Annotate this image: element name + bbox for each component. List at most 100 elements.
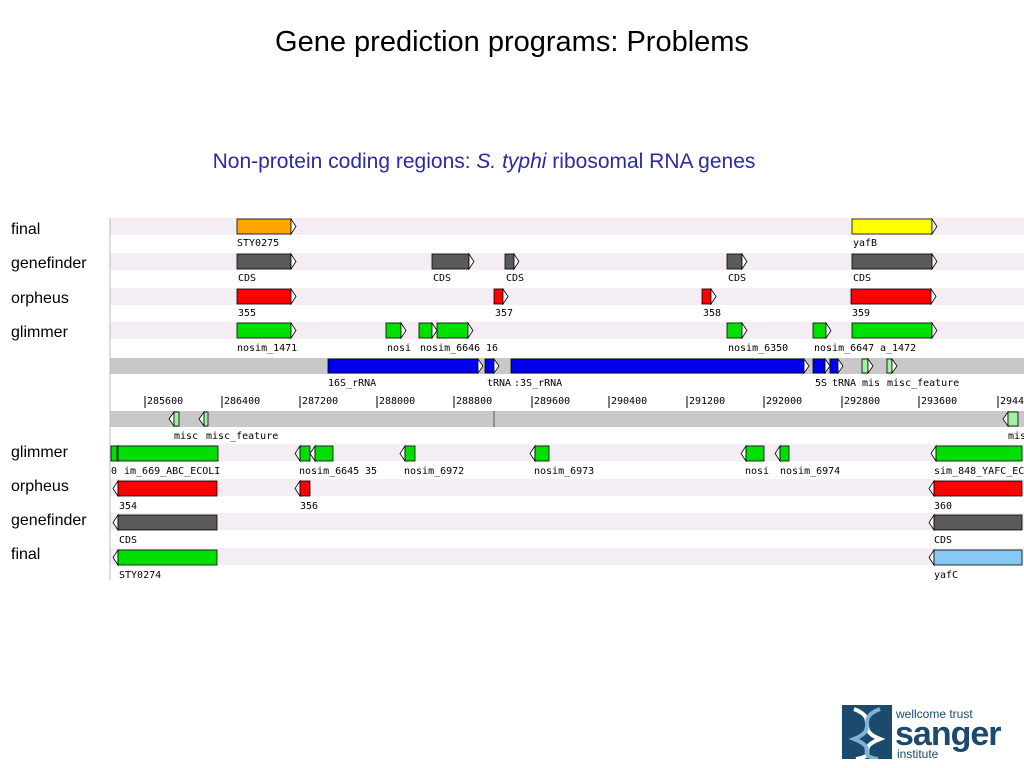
feature-final-yafb [851,218,933,235]
feature-label: CDS [433,273,451,284]
feature-label: CDS [934,535,952,546]
feature-label: nosim_6972 [404,466,464,477]
feature-final-sty0275 [236,218,292,235]
feature-final-sty0274 [117,549,218,566]
feature-23s-rrna-arrowhead [803,357,810,375]
logo-wellcome-text: wellcome trust [896,707,973,721]
track-label-glimmer-bottom: glimmer [11,444,68,461]
feature-label: 357 [495,308,513,319]
track-label-glimmer-top: glimmer [11,324,68,341]
feature-glimmer-gene-arrowhead [431,321,438,340]
page-subtitle: Non-protein coding regions: S. typhi rib… [0,150,968,174]
feature-label: a_1472 [880,343,916,354]
feature-genefinder-cds [851,253,933,270]
feature-label: 355 [238,308,256,319]
feature-final-yafb-arrowhead [931,217,938,236]
feature-glimmer-gene-reverse [110,445,118,462]
feature-final-yafc [933,549,1023,566]
feature-label: CDS [238,273,256,284]
track-row-background [110,322,1024,339]
feature-label: mis [1008,431,1024,442]
feature-glimmer-gene-arrowhead [400,321,407,340]
feature-label: misc [174,431,198,442]
logo-institute-text: institute [897,747,939,761]
feature-trna-arrowhead [493,357,500,375]
ruler-tick-label: 287200 [302,396,338,407]
feature-genefinder-cds [726,253,743,270]
feature-label: mis [862,378,880,389]
feature-label: nosim_6645 [299,466,359,477]
feature-genefinder-cds-arrowhead [931,252,938,271]
feature-orpheus-gene-reverse [299,480,311,497]
track-row-background [110,513,1024,530]
feature-label: yafB [853,238,877,249]
subtitle-suffix: ribosomal RNA genes [546,150,756,173]
feature-label: nosim_6974 [780,466,840,477]
feature-5s-rrna-arrowhead [824,357,831,375]
feature-label: 360 [934,501,952,512]
feature-orpheus-gene-reverse [933,480,1023,497]
feature-label: 358 [703,308,721,319]
track-label-orpheus-bottom: orpheus [11,478,69,495]
feature-glimmer-gene [236,322,292,339]
feature-genefinder-cds-arrowhead [513,252,520,271]
feature-trna-arrowhead [837,357,844,375]
ruler-tick-label: 293600 [921,396,957,407]
feature-glimmer-gene [436,322,469,339]
track-label-final-bottom: final [11,546,41,563]
feature-glimmer-gene-arrowhead [741,321,748,340]
feature-orpheus-gene [493,288,504,305]
ruler-tick-label: 285600 [147,396,183,407]
track-row-background [110,218,1024,235]
track-label-final-top: final [11,221,41,238]
ruler-tick-label: 292000 [766,396,802,407]
subtitle-species: S. typhi [476,150,547,173]
track-row-background [110,548,1024,565]
feature-label: tRNA [487,378,511,389]
feature-genefinder-cds [431,253,470,270]
feature-label: STY0274 [119,570,161,581]
feature-label: 16 [486,343,498,354]
feature-label: nosim_6646 [420,343,480,354]
sanger-helix-icon [842,705,892,761]
feature-glimmer-gene-arrowhead [825,321,832,340]
feature-label: :3S_rRNA [514,378,562,389]
feature-orpheus-gene [850,288,932,305]
feature-label: nosim_6647 [814,343,874,354]
feature-glimmer-gene-reverse [534,445,550,462]
feature-label: nosi [387,343,411,354]
page-title: Gene prediction programs: Problems [275,26,749,58]
feature-glimmer-gene-arrowhead [467,321,474,340]
feature-orpheus-gene-arrowhead [710,287,717,306]
feature-label: 359 [852,308,870,319]
reverse-strand-band [110,411,1024,427]
feature-glimmer-gene-reverse [117,445,219,462]
feature-orpheus-gene-reverse [117,480,218,497]
feature-genefinder-cds-reverse [933,514,1023,531]
feature-genefinder-cds-arrowhead [468,252,475,271]
feature-label: 354 [119,501,137,512]
feature-label: im_669_ABC_ECOLI [124,466,220,477]
feature-glimmer-gene-reverse [745,445,765,462]
feature-glimmer-gene-arrowhead [931,321,938,340]
feature-label: misc_feature [887,378,959,389]
feature-misc-reverse [1007,411,1019,427]
feature-glimmer-gene-reverse [404,445,416,462]
subtitle-prefix: Non-protein coding regions: [212,150,477,173]
ruler-tick-label: 2944 [1000,396,1024,407]
track-row-background [110,479,1024,496]
feature-label: nosi [745,466,769,477]
track-label-genefinder-bottom: genefinder [11,512,87,529]
feature-glimmer-gene [385,322,402,339]
ruler-tick-label: 290400 [611,396,647,407]
feature-glimmer-gene [726,322,743,339]
feature-label: CDS [119,535,137,546]
feature-misc-arrowhead [867,357,874,375]
feature-16s-rrna [327,358,479,374]
feature-genefinder-cds [236,253,292,270]
feature-orpheus-gene [236,288,292,305]
feature-glimmer-gene [812,322,827,339]
feature-label: nosim_6350 [728,343,788,354]
feature-glimmer-gene-arrowhead [290,321,297,340]
